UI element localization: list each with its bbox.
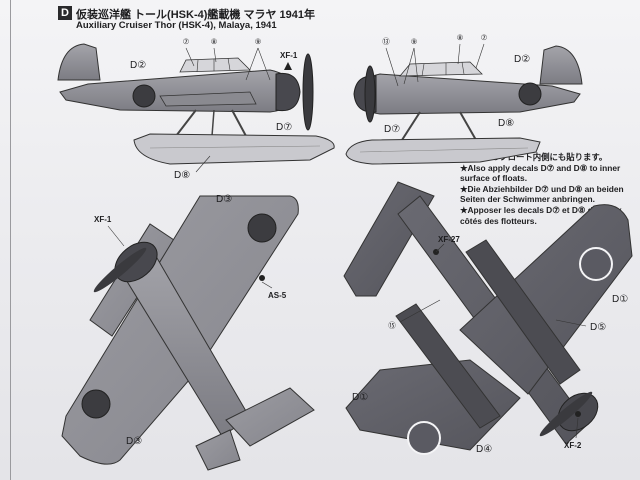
callout-d3-top: D③ bbox=[216, 194, 232, 205]
propeller bbox=[364, 65, 376, 123]
callout-d8: D⑧ bbox=[498, 118, 514, 129]
hinomaru-marking bbox=[247, 213, 277, 243]
callout-d7: D⑦ bbox=[384, 124, 400, 135]
callout-9: ⑨ bbox=[255, 37, 262, 46]
note-line: ★Also apply decals D⑦ and D⑧ to inner bbox=[460, 162, 621, 173]
wing-root bbox=[159, 91, 257, 107]
canopy bbox=[179, 57, 251, 73]
callout-d8: D⑧ bbox=[174, 170, 190, 181]
bottom-view bbox=[343, 181, 633, 455]
callout-d3-bottom: D③ bbox=[126, 436, 142, 447]
callout-15: ⑮ bbox=[388, 321, 396, 330]
engine-cowling bbox=[275, 72, 301, 112]
note-line: ★D⑦, D⑧フロート内側にも貼ります。 bbox=[460, 152, 608, 162]
callout-xf1: XF-1 bbox=[94, 215, 112, 224]
callout-13: ⑬ bbox=[382, 37, 390, 46]
callout-8: ⑧ bbox=[457, 33, 464, 42]
tailplane bbox=[225, 387, 315, 447]
float bbox=[345, 137, 541, 165]
float bbox=[133, 133, 335, 165]
section-letter-badge: D bbox=[58, 6, 72, 20]
section-title-japanese: 仮装巡洋艦 トール(HSK-4)艦載機 マラヤ 1941年 bbox=[76, 9, 315, 21]
note-line: surface of floats. bbox=[460, 173, 528, 184]
note-line: Seiten der Schwimmer anbringen. bbox=[460, 194, 595, 205]
page-edge-line bbox=[10, 0, 11, 480]
top-view bbox=[61, 195, 315, 471]
propeller bbox=[302, 53, 314, 131]
callout-9: ⑨ bbox=[411, 37, 418, 46]
hinomaru-marking bbox=[407, 421, 441, 455]
callout-xf1: XF-1 bbox=[280, 51, 298, 60]
tail-fin bbox=[539, 45, 583, 85]
callout-as5: AS-5 bbox=[268, 291, 287, 300]
callout-xf27: XF-27 bbox=[438, 235, 460, 244]
propeller bbox=[93, 247, 147, 293]
callout-d7: D⑦ bbox=[276, 122, 292, 133]
float-strut bbox=[175, 109, 197, 137]
callout-7: ⑦ bbox=[481, 33, 488, 42]
note-line: ★Apposer les decals D⑦ et D⑧ desdeux bbox=[460, 204, 622, 215]
callout-d1-bottom: D① bbox=[352, 392, 368, 403]
float-strut bbox=[401, 111, 421, 141]
float-right bbox=[465, 239, 581, 385]
note-line: ★Die Abziehbilder D⑦ und D⑧ an beiden bbox=[460, 183, 624, 194]
decal-note: ★D⑦, D⑧フロート内側にも貼ります。 ★Also apply decals … bbox=[460, 152, 638, 226]
callout-xf2: XF-2 bbox=[564, 441, 582, 450]
hinomaru-marking bbox=[579, 247, 613, 281]
callout-d5: D⑤ bbox=[590, 322, 606, 333]
left-side-profile bbox=[57, 43, 335, 165]
right-side-profile bbox=[345, 45, 583, 165]
callout-d4: D④ bbox=[476, 444, 492, 455]
callout-8: ⑧ bbox=[211, 37, 218, 46]
callout-7: ⑦ bbox=[183, 37, 190, 46]
hinomaru-marking bbox=[81, 389, 111, 419]
note-line: côtés des flotteurs. bbox=[460, 215, 537, 226]
tail-fin bbox=[57, 43, 101, 81]
callout-d2: D② bbox=[130, 60, 146, 71]
hinomaru-marking bbox=[518, 82, 542, 106]
canopy bbox=[399, 61, 483, 77]
float-left bbox=[395, 303, 501, 429]
callout-d2: D② bbox=[514, 54, 530, 65]
propeller bbox=[539, 391, 593, 437]
main-wing-left bbox=[345, 359, 521, 451]
callout-d1-top: D① bbox=[612, 294, 628, 305]
hinomaru-marking bbox=[132, 84, 156, 108]
section-title-english: Auxiliary Cruiser Thor (HSK-4), Malaya, … bbox=[76, 20, 277, 31]
